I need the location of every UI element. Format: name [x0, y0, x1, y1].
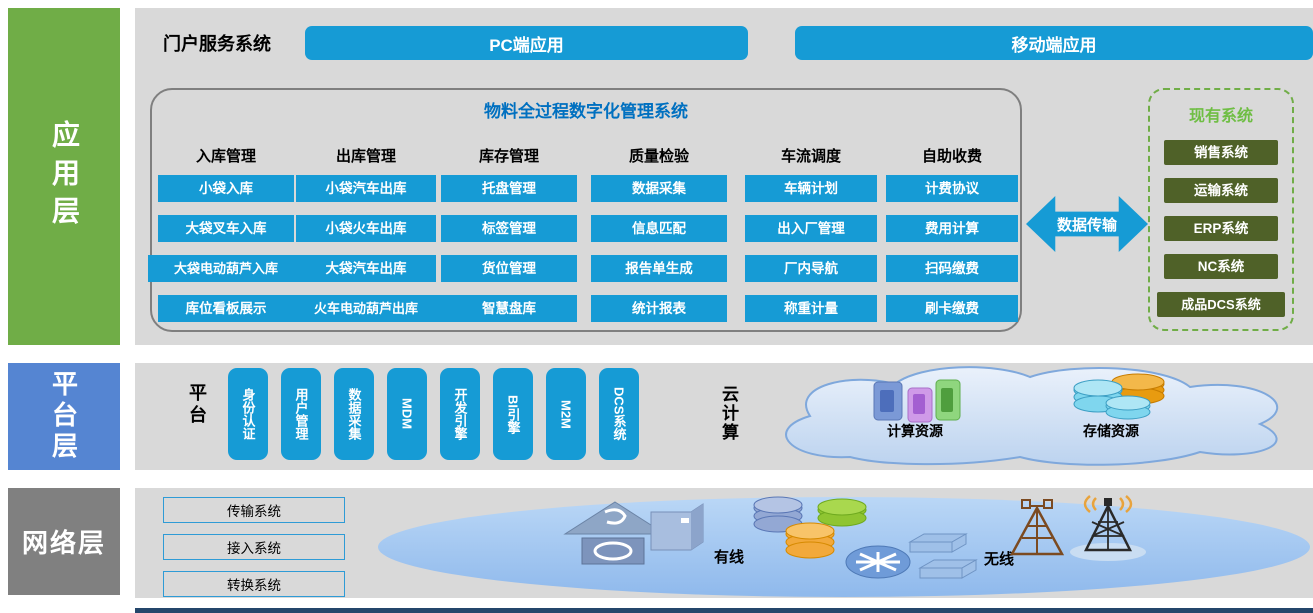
module-block: 智慧盘库	[441, 295, 577, 322]
layer-label-platform: 平台层	[8, 363, 120, 470]
material-system-box	[150, 88, 1022, 332]
portal-title: 门户服务系统	[163, 34, 271, 54]
column-selfpay: 自助收费 计费协议 费用计算 扫码缴费 刷卡缴费	[886, 145, 1018, 335]
existing-systems-box: 现有系统 销售系统 运输系统 ERP系统 NC系统 成品DCS系统	[1148, 88, 1294, 331]
mobile-app-block: 移动端应用	[795, 26, 1313, 60]
module-block: 货位管理	[441, 255, 577, 282]
column-header: 出库管理	[335, 148, 396, 165]
module-block: 托盘管理	[441, 175, 577, 202]
module-block: 扫码缴费	[886, 255, 1018, 282]
layer-label-network: 网络层	[8, 488, 120, 595]
platform-module: 身份认证	[228, 368, 268, 460]
module-block: 费用计算	[886, 215, 1018, 242]
column-traffic: 车流调度 车辆计划 出入厂管理 厂内导航 称重计量	[745, 145, 877, 335]
platform-module: BI引擎	[493, 368, 533, 460]
cloud-computing-label: 云计算	[719, 385, 738, 442]
existing-systems-title: 现有系统	[1188, 108, 1253, 125]
storage-resource-label: 存储资源	[1083, 423, 1139, 439]
platform-module: DCS系统	[599, 368, 639, 460]
column-header: 入库管理	[195, 148, 256, 165]
column-quality: 质量检验 数据采集 信息匹配 报告单生成 统计报表	[591, 145, 727, 335]
module-block: 火车电动葫芦出库	[286, 295, 446, 322]
cloud-shape	[785, 366, 1279, 466]
disk-stacks-icon	[753, 496, 867, 559]
compute-resource-label: 计算资源	[887, 423, 943, 439]
layer-label-application: 应用层	[8, 8, 120, 345]
network-system-block: 接入系统	[163, 534, 345, 560]
platform-module: 用户管理	[281, 368, 321, 460]
bottom-accent-bar	[135, 608, 1313, 613]
existing-system-block: 成品DCS系统	[1157, 292, 1285, 317]
radio-tower-icon	[1070, 495, 1146, 561]
module-block: 小袋火车出库	[296, 215, 436, 242]
module-block: 信息匹配	[591, 215, 727, 242]
module-block: 小袋汽车出库	[296, 175, 436, 202]
module-block: 计费协议	[886, 175, 1018, 202]
module-block: 出入厂管理	[745, 215, 877, 242]
module-block: 车辆计划	[745, 175, 877, 202]
server-box-icon	[650, 503, 704, 551]
module-block: 大袋电动葫芦入库	[148, 255, 304, 282]
platform-module: M2M	[546, 368, 586, 460]
module-block: 小袋入库	[158, 175, 294, 202]
column-header: 车流调度	[780, 148, 841, 165]
existing-system-block: ERP系统	[1164, 216, 1278, 241]
storage-disks-icon	[1073, 373, 1165, 420]
existing-system-block: NC系统	[1164, 254, 1278, 279]
module-block: 大袋汽车出库	[296, 255, 436, 282]
module-block: 库位看板展示	[158, 295, 294, 322]
existing-system-block: 销售系统	[1164, 140, 1278, 165]
network-system-block: 转换系统	[163, 571, 345, 597]
column-outbound: 出库管理 小袋汽车出库 小袋火车出库 大袋汽车出库 火车电动葫芦出库	[286, 145, 446, 335]
wired-zone-label: 有线	[714, 549, 745, 566]
platform-module: MDM	[387, 368, 427, 460]
network-system-block: 传输系统	[163, 497, 345, 523]
module-block: 数据采集	[591, 175, 727, 202]
column-header: 自助收费	[921, 148, 982, 165]
pc-app-block: PC端应用	[305, 26, 748, 60]
existing-system-block: 运输系统	[1164, 178, 1278, 203]
module-block: 称重计量	[745, 295, 877, 322]
compute-servers-icon	[873, 379, 961, 423]
column-inventory: 库存管理 托盘管理 标签管理 货位管理 智慧盘库	[441, 145, 577, 335]
platform-label: 平台	[187, 383, 207, 427]
module-block: 刷卡缴费	[886, 295, 1018, 322]
module-block: 大袋叉车入库	[158, 215, 294, 242]
module-block: 报告单生成	[591, 255, 727, 282]
module-block: 厂内导航	[745, 255, 877, 282]
module-block: 标签管理	[441, 215, 577, 242]
column-header: 质量检验	[628, 148, 689, 165]
platform-module: 开发引擎	[440, 368, 480, 460]
wireless-zone-label: 无线	[984, 551, 1015, 568]
router-cluster-icon	[845, 533, 978, 579]
column-inbound: 入库管理 小袋入库 大袋叉车入库 大袋电动葫芦入库 库位看板展示	[148, 145, 304, 335]
secure-switch-icon	[563, 501, 676, 565]
material-system-title: 物料全过程数字化管理系统	[484, 102, 688, 121]
module-block: 统计报表	[591, 295, 727, 322]
antenna-tower-icon	[1009, 499, 1065, 556]
platform-module: 数据采集	[334, 368, 374, 460]
column-header: 库存管理	[478, 148, 539, 165]
